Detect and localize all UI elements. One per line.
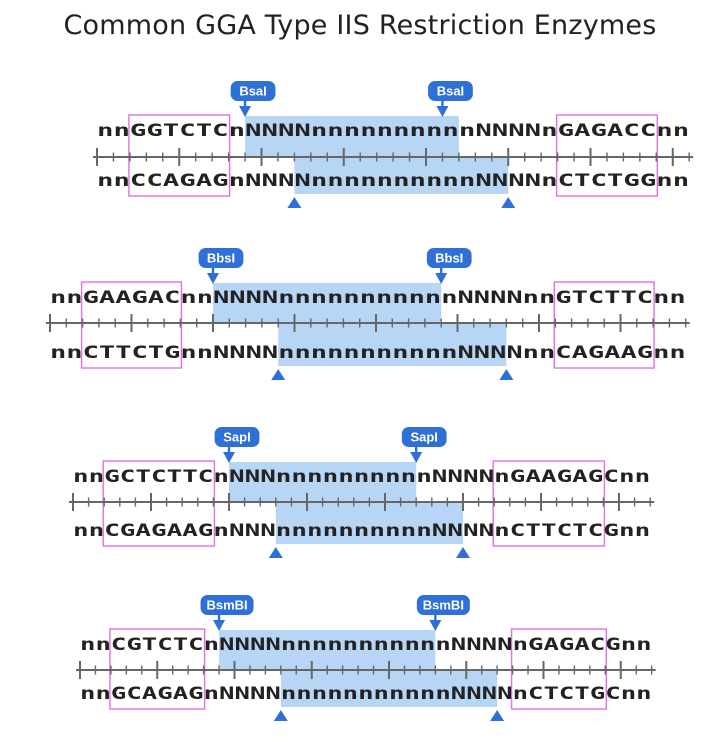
recognition-site-box-right [553, 281, 655, 369]
cut-arrow-head [213, 620, 226, 631]
enzyme-label-text: BbsI [435, 251, 463, 266]
bottom-strand-sequence: nnCTTCTGnnNNNNnnnnnnnnnnnNNNNnnCAGAAGnn [50, 343, 686, 363]
bottom-cut-triangle [490, 710, 505, 721]
cut-arrow-head [207, 273, 219, 284]
bottom-cut-triangle [287, 197, 302, 208]
enzyme-label-text: BsaI [437, 84, 464, 99]
bottom-cut-triangle [268, 547, 283, 558]
recognition-site-box-left [128, 114, 231, 197]
cut-arrow-head [429, 620, 442, 631]
recognition-site-box-left [80, 281, 183, 369]
recognition-site-box-right [555, 114, 658, 197]
enzyme-label-tag [198, 248, 244, 268]
cut-arrow-head [410, 452, 423, 463]
enzyme-label-text: SapI [410, 430, 437, 445]
bottom-strand-sequence: nnCGAGAAGnNNNnnnnnnnnnnNNNNnCTTCTCGnn [73, 521, 650, 541]
bottom-cut-triangle [456, 547, 470, 558]
bottom-cut-triangle [271, 369, 286, 380]
enzyme-label-tag [214, 427, 260, 447]
enzyme-label-tag [200, 595, 254, 615]
enzyme-label-tag [426, 248, 472, 268]
top-overhang-highlight [219, 630, 436, 670]
enzyme-label-tag [230, 81, 276, 101]
cut-arrow-head [436, 106, 449, 117]
recognition-site-box-right [492, 460, 606, 547]
enzyme-label-text: BsmBI [206, 598, 247, 613]
enzyme-label-text: BsmBI [423, 598, 464, 613]
top-overhang-highlight [213, 283, 442, 323]
enzyme-label-tag [401, 427, 447, 447]
enzyme-label-tag [428, 81, 473, 101]
cut-arrow-head [435, 273, 448, 284]
bottom-cut-triangle [499, 369, 514, 380]
enzyme-label-tag [416, 595, 470, 615]
top-strand-sequence: nnGCTCTTCnNNNnnnnnnnnnnNNNNnGAAGAGCnn [73, 467, 650, 487]
bottom-cut-triangle [273, 710, 288, 721]
bottom-strand-sequence: nnCCAGAGnNNNNnnnnnnnnnnNNNNnCTCTGGnn [97, 171, 689, 191]
diagram-title: Common GGA Type IIS Restriction Enzymes [63, 10, 657, 41]
cut-arrow-head [239, 106, 252, 117]
bottom-cut-triangle [501, 197, 516, 208]
bottom-overhang-highlight [278, 323, 507, 366]
bottom-overhang-highlight [294, 157, 509, 194]
cut-arrow-head [223, 452, 235, 463]
recognition-site-box-left [102, 460, 216, 547]
enzyme-label-text: BsaI [239, 84, 266, 99]
top-overhang-highlight [245, 116, 459, 157]
top-strand-sequence: nnCGTCTCnNNNNnnnnnnnnnnnNNNNnGAGACGnn [80, 635, 652, 655]
top-strand-sequence: nnGGTCTCnNNNNnnnnnnnnnnNNNNnGAGACCnn [97, 121, 689, 141]
top-strand-sequence: nnGAAGACnnNNNNnnnnnnnnnnnNNNNnnGTCTTCnn [50, 288, 686, 308]
bottom-strand-sequence: nnGCAGAGnNNNNnnnnnnnnnnnNNNNnCTCTGCnn [80, 684, 652, 704]
enzyme-label-text: BbsI [207, 251, 235, 266]
enzyme-label-text: SapI [223, 430, 250, 445]
